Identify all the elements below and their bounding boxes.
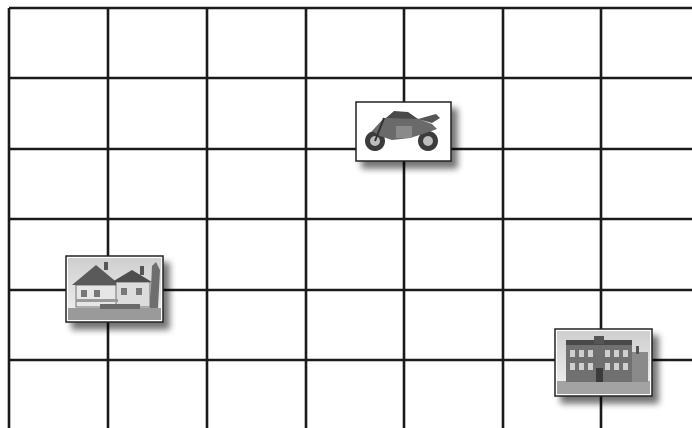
motorcycle-picture [356, 102, 451, 161]
school-building-picture [555, 329, 652, 396]
house-picture [66, 256, 163, 322]
school-building-icon [557, 331, 650, 394]
house-icon [68, 258, 161, 320]
